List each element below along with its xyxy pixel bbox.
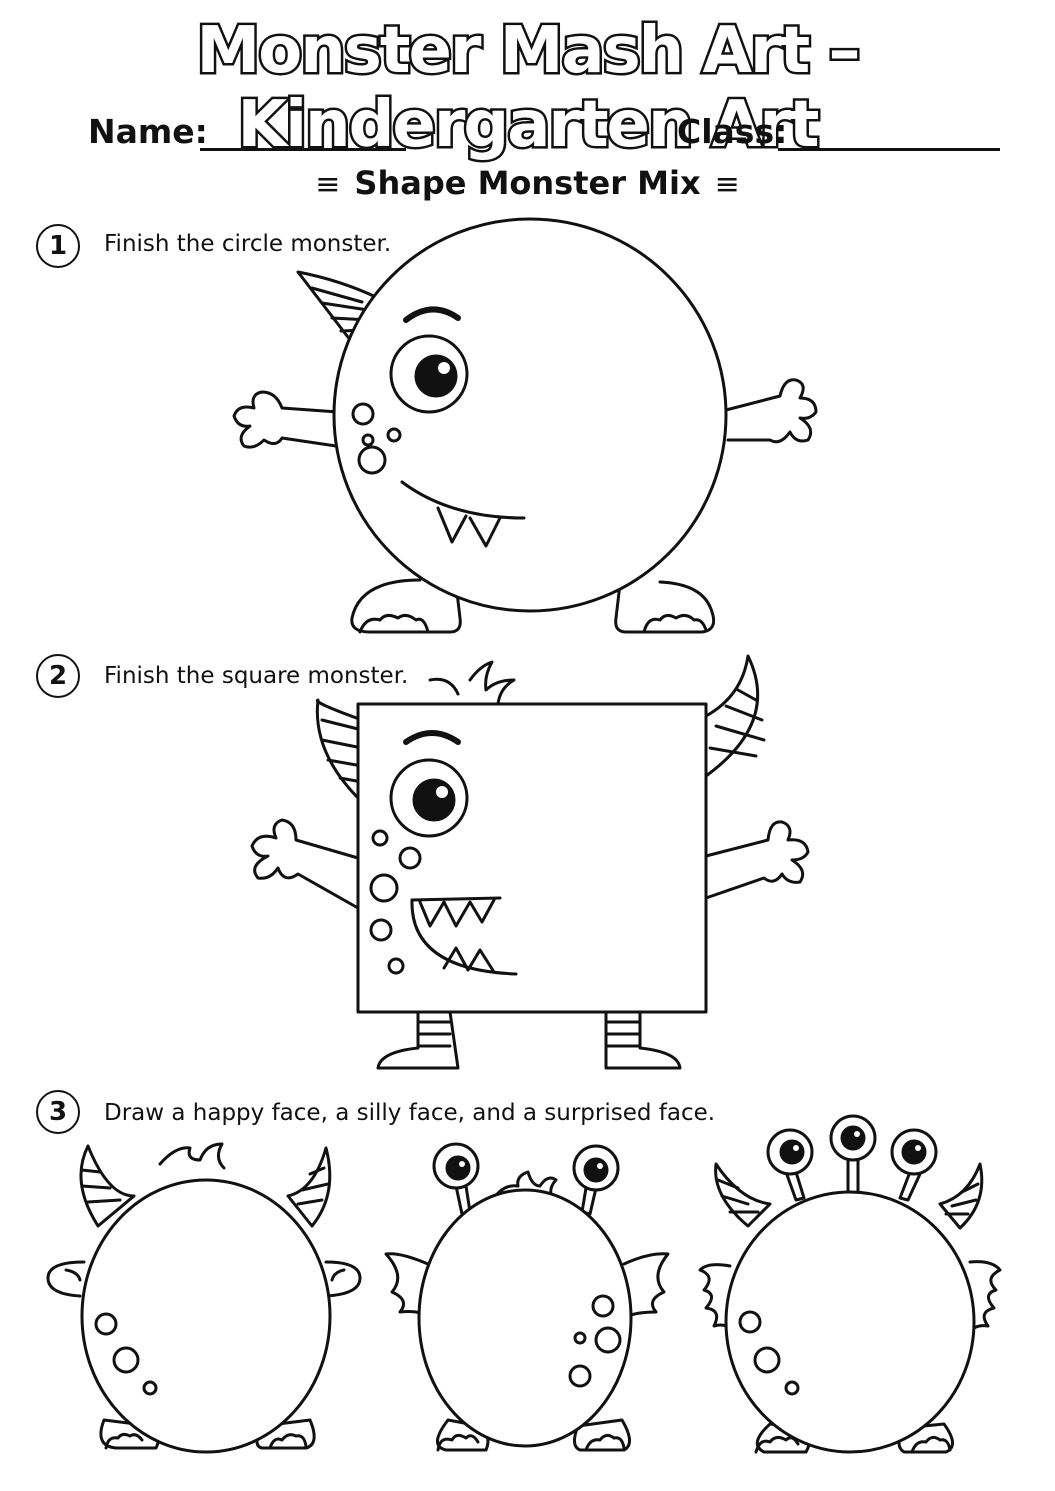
spots-icon — [369, 829, 422, 975]
eye-stalk-right-icon — [572, 1144, 620, 1216]
blank-monster-2-illustration[interactable] — [384, 1142, 670, 1452]
eye-stalk-left-icon — [432, 1142, 480, 1216]
class-label: Class: — [677, 112, 788, 151]
step-2-instruction: Finish the square monster. — [104, 663, 409, 689]
arm-left-icon — [250, 818, 360, 910]
horn-right-icon — [286, 1146, 332, 1228]
horn-left-icon — [315, 698, 364, 802]
ear-left-icon — [46, 1260, 86, 1298]
horn-left-icon — [79, 1144, 136, 1228]
section-title: ≡ Shape Monster Mix ≡ — [0, 164, 1055, 202]
class-field-line[interactable] — [778, 148, 1000, 151]
name-label: Name: — [88, 112, 208, 151]
horn-left-icon — [714, 1162, 772, 1228]
spots-icon — [568, 1294, 622, 1388]
blank-monster-1-body[interactable] — [80, 1178, 332, 1454]
ear-right-icon — [324, 1260, 362, 1298]
step-2-number: 2 — [36, 654, 80, 698]
square-monster-illustration[interactable] — [250, 654, 810, 1070]
eye-icon — [389, 306, 469, 414]
step-3-number: 3 — [36, 1090, 80, 1134]
circle-monster-body — [332, 217, 728, 613]
blank-monster-2-body[interactable] — [417, 1188, 633, 1448]
deco-lines-left-icon: ≡ — [315, 167, 341, 202]
fur-right-icon — [966, 1260, 1002, 1336]
arm-right-icon — [704, 820, 810, 900]
leg-right-icon — [604, 1010, 682, 1070]
section-title-text: Shape Monster Mix — [354, 164, 701, 202]
eye-stalks-icon — [766, 1114, 938, 1202]
arm-left-icon — [232, 390, 340, 449]
spots-icon — [94, 1312, 158, 1396]
step-3-instruction: Draw a happy face, a silly face, and a s… — [104, 1100, 716, 1126]
wing-right-icon — [622, 1252, 670, 1318]
foot-left-icon — [350, 578, 462, 634]
mouth-icon — [410, 896, 518, 976]
worksheet-title: Monster Mash Art – Kindergarten Art — [194, 12, 863, 165]
leg-left-icon — [376, 1010, 460, 1070]
blank-monster-3-illustration[interactable] — [698, 1114, 1002, 1454]
step-1-number: 1 — [36, 224, 80, 268]
step-1-instruction: Finish the circle monster. — [104, 231, 392, 257]
horn-right-icon — [938, 1162, 984, 1230]
foot-right-icon — [614, 580, 716, 634]
mouth-icon — [400, 480, 526, 548]
hair-tuft-icon — [158, 1142, 226, 1170]
arm-right-icon — [724, 378, 818, 444]
circle-monster-illustration[interactable] — [232, 217, 818, 634]
spots-icon — [351, 402, 402, 475]
wing-left-icon — [384, 1252, 430, 1318]
deco-lines-right-icon: ≡ — [714, 167, 740, 202]
blank-monster-1-illustration[interactable] — [46, 1142, 362, 1454]
square-monster-body — [356, 702, 708, 1014]
blank-monster-3-body[interactable] — [724, 1190, 976, 1454]
hair-tuft-icon — [428, 660, 516, 706]
horn-right-icon — [704, 654, 766, 778]
eye-icon — [389, 730, 469, 838]
name-field-line[interactable] — [200, 148, 406, 151]
spots-icon — [738, 1310, 800, 1396]
